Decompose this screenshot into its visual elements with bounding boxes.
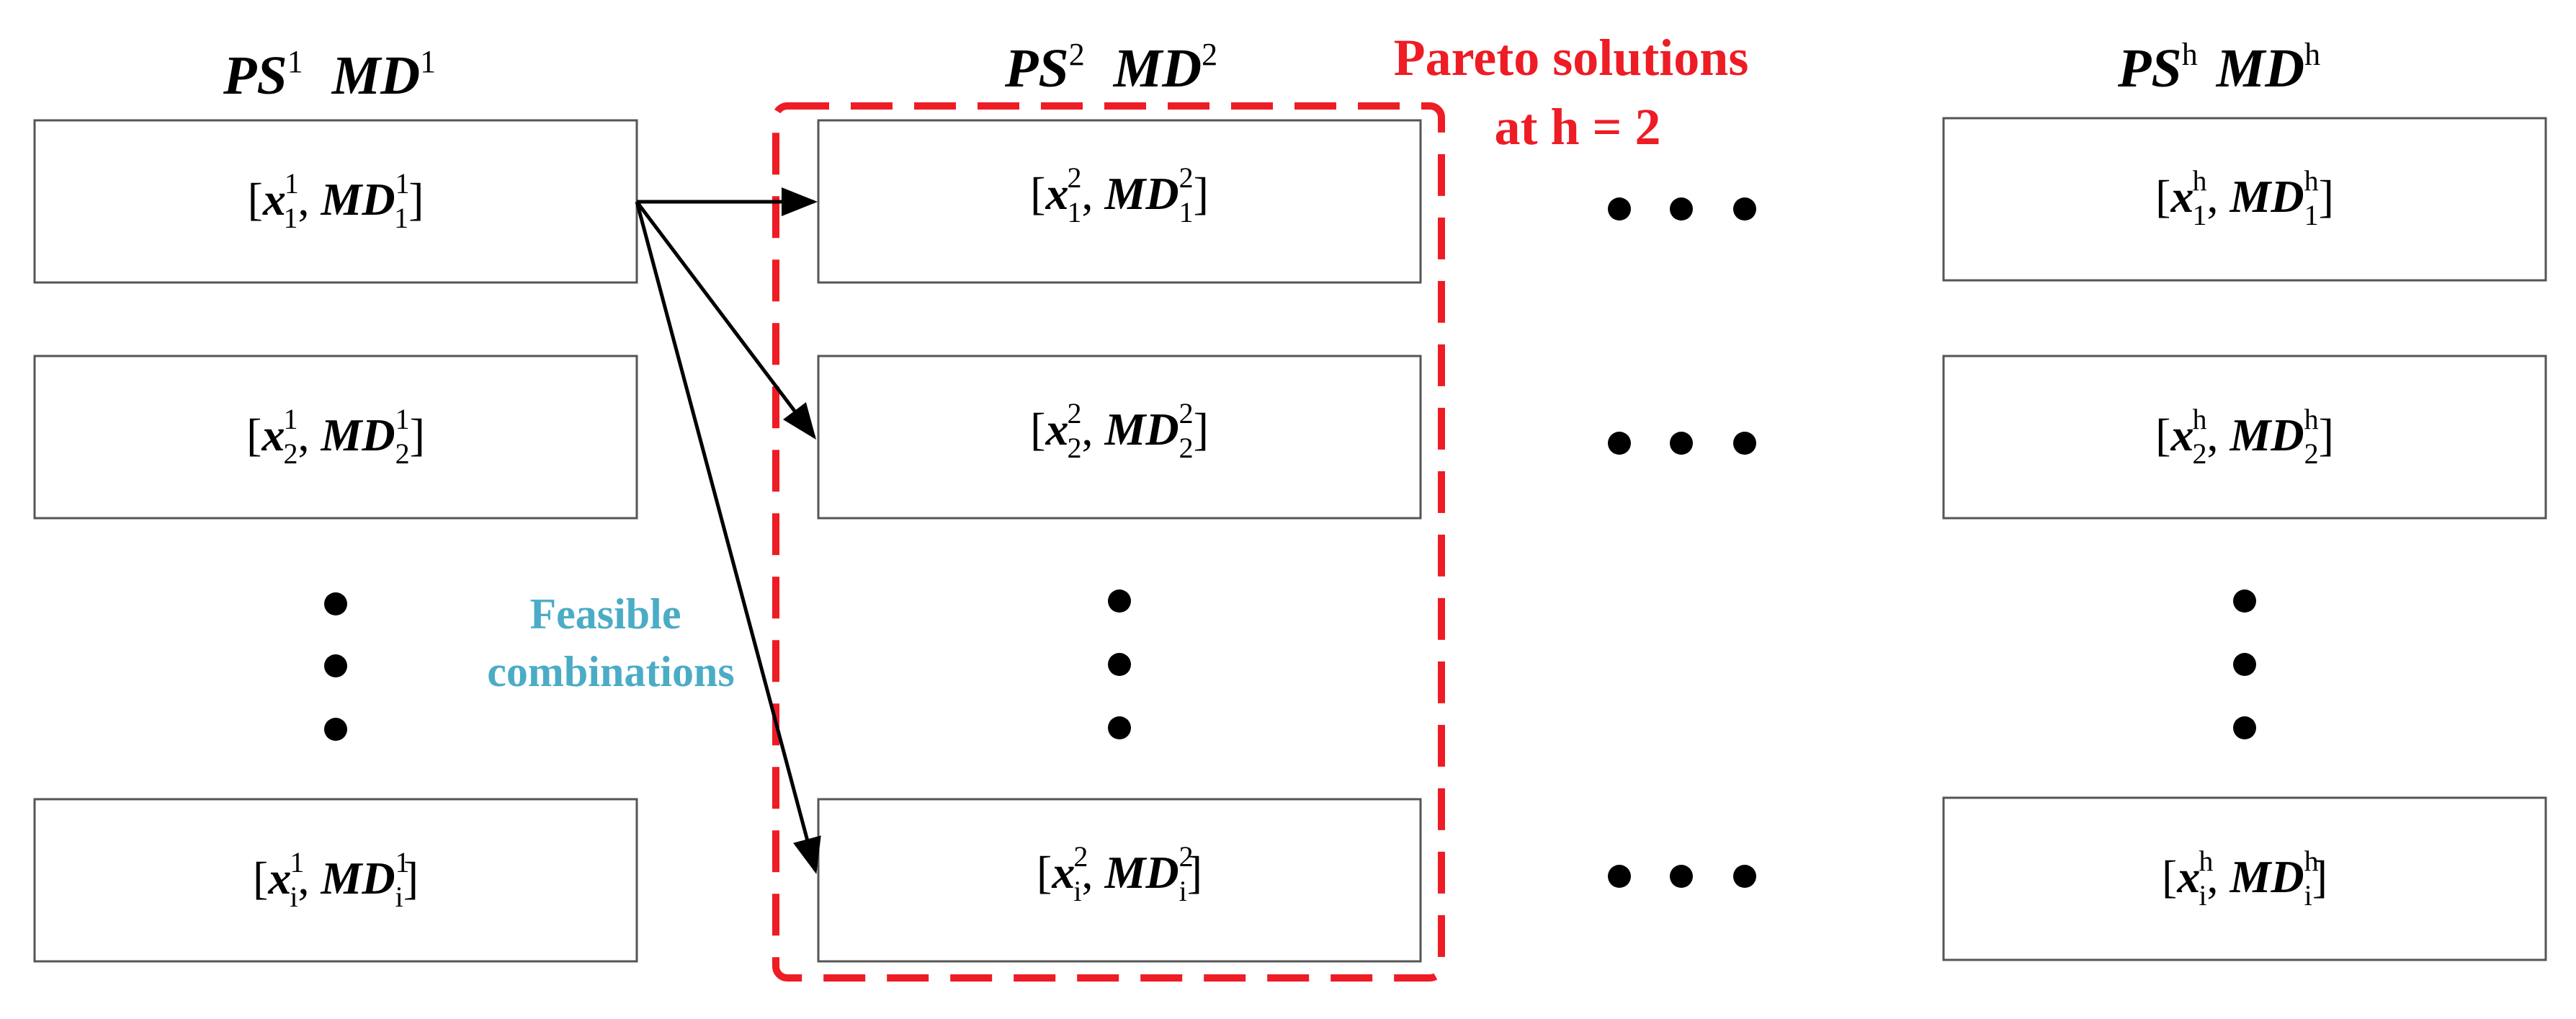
ellipsis-dot (1608, 197, 1631, 221)
feasible-label: Feasible combinations (487, 590, 734, 695)
ellipsis-dot (324, 654, 347, 677)
ellipsis-dot (1733, 197, 1756, 221)
feasible-arrows (635, 187, 821, 874)
solution-box (33, 798, 638, 963)
ellipsis-dot (1670, 432, 1693, 455)
solution-box (1942, 355, 2547, 520)
ellipsis-dot (2233, 716, 2256, 739)
ellipsis-dot (1108, 589, 1131, 613)
ellipsis-dot (1670, 197, 1693, 221)
ellipsis-dot (1670, 865, 1693, 888)
arrow-to-row-2 (635, 200, 817, 440)
ellipsis-dot (2233, 589, 2256, 613)
ellipsis-dot (1733, 432, 1756, 455)
pareto-label: Pareto solutions at h = 2 (1394, 29, 1762, 156)
ellipsis-dot (1108, 716, 1131, 739)
pareto-region (772, 102, 1445, 982)
ellipsis-dot (2233, 653, 2256, 676)
solution-box (1942, 117, 2547, 282)
solution-box (817, 119, 1422, 284)
ellipsis-dot (1608, 432, 1631, 455)
solution-box (1942, 796, 2547, 961)
arrow-to-row-i (635, 201, 821, 874)
solution-box (817, 355, 1422, 520)
solution-box (33, 119, 638, 284)
ellipsis-dot (324, 718, 347, 741)
solution-box (817, 798, 1422, 963)
horizontal-ellipsis-row-1 (1608, 197, 1756, 221)
solution-box (33, 355, 638, 520)
ellipsis-dot (1108, 653, 1131, 676)
horizontal-ellipsis-row-3 (1608, 865, 1756, 888)
ellipsis-dot (1608, 865, 1631, 888)
ellipsis-dot (1733, 865, 1756, 888)
ellipsis-dot (324, 592, 347, 615)
horizontal-ellipsis-row-2 (1608, 432, 1756, 455)
